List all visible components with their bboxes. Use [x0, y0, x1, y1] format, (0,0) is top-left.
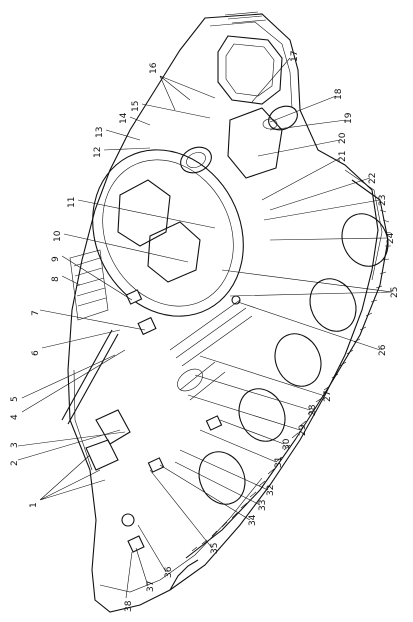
callout-2: 2 — [10, 460, 20, 466]
track — [169, 169, 392, 591]
callout-14: 14 — [119, 112, 129, 124]
callout-6: 6 — [31, 350, 41, 356]
callout-28: 28 — [308, 404, 318, 416]
hull-outline — [67, 11, 379, 613]
left-hatches — [69, 249, 131, 471]
callout-30: 30 — [282, 438, 292, 450]
internal-components — [121, 289, 253, 553]
gun-barrel — [61, 329, 119, 425]
callout-23: 23 — [378, 195, 388, 206]
leader-lines — [17, 57, 393, 599]
callout-19: 19 — [344, 112, 354, 124]
callout-38: 38 — [124, 600, 134, 612]
callout-10: 10 — [53, 230, 63, 242]
callout-35: 35 — [210, 543, 220, 554]
callout-16: 16 — [149, 62, 159, 74]
callout-15: 15 — [131, 101, 141, 112]
callout-9: 9 — [51, 256, 61, 262]
callout-7: 7 — [31, 310, 41, 316]
callout-33: 33 — [258, 500, 268, 511]
turret-ring — [92, 149, 244, 317]
callout-18: 18 — [334, 88, 344, 100]
callout-22: 22 — [368, 173, 378, 184]
internal-fuel-tanks — [227, 105, 298, 179]
callout-17: 17 — [290, 51, 300, 62]
callout-32: 32 — [266, 485, 276, 496]
callout-4: 4 — [10, 414, 20, 420]
callout-5: 5 — [10, 396, 20, 402]
callout-31: 31 — [274, 457, 284, 468]
callout-29: 29 — [298, 424, 308, 436]
cupola — [180, 146, 212, 174]
callout-12: 12 — [93, 147, 103, 158]
callout-25: 25 — [390, 287, 400, 298]
callout-13: 13 — [95, 127, 105, 138]
callout-24: 24 — [386, 232, 396, 244]
callout-3: 3 — [10, 442, 20, 448]
callout-34: 34 — [248, 514, 258, 526]
road-wheels — [198, 213, 389, 505]
callout-27: 27 — [323, 391, 333, 402]
callout-21: 21 — [338, 151, 348, 162]
callout-1: 1 — [29, 502, 39, 508]
rear-access-panel — [217, 35, 283, 105]
callout-labels: 1 2 3 4 5 6 7 8 9 10 11 12 13 14 15 16 1… — [10, 51, 400, 612]
callout-11: 11 — [67, 197, 77, 208]
callout-36: 36 — [164, 566, 174, 578]
callout-20: 20 — [338, 132, 348, 144]
callout-8: 8 — [51, 276, 61, 282]
callout-26: 26 — [378, 344, 388, 356]
callout-37: 37 — [146, 581, 156, 592]
